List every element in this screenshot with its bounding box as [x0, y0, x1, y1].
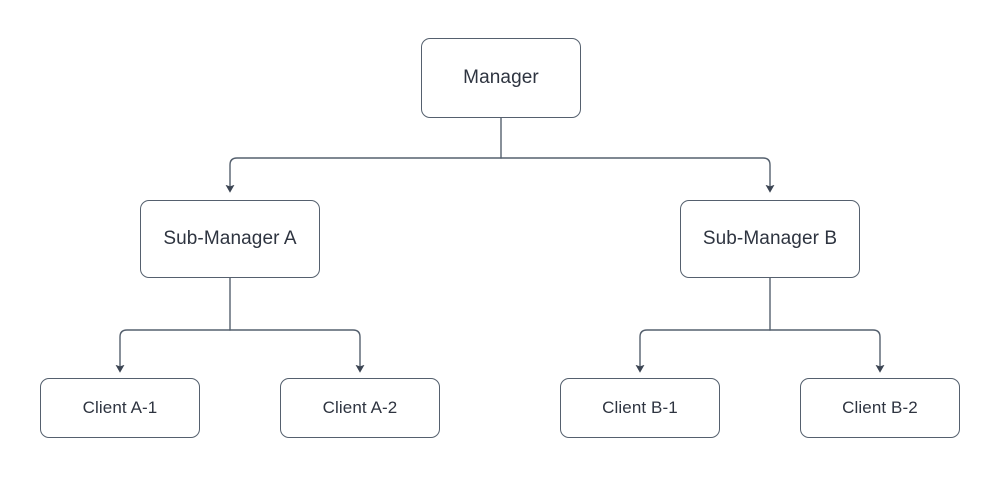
node-client-b2[interactable]: Client B-2	[800, 378, 960, 438]
node-sub-manager-b-label: Sub-Manager B	[702, 227, 838, 249]
node-client-a1[interactable]: Client A-1	[40, 378, 200, 438]
node-client-b1[interactable]: Client B-1	[560, 378, 720, 438]
edge-sub-a-to-client-a2	[229, 329, 365, 373]
edge-sub-b-to-client-b1	[635, 329, 771, 373]
node-client-a1-label: Client A-1	[82, 397, 158, 417]
edge-sub-a-to-client-a1	[115, 329, 231, 373]
node-client-a2-label: Client A-2	[322, 397, 398, 417]
node-sub-manager-b[interactable]: Sub-Manager B	[680, 200, 860, 278]
node-client-b2-label: Client B-2	[842, 397, 918, 417]
edge-manager-to-sub-b	[500, 157, 775, 193]
node-manager[interactable]: Manager	[421, 38, 581, 118]
node-sub-manager-a-label: Sub-Manager A	[163, 227, 297, 249]
edge-sub-b-to-client-b2	[769, 329, 885, 373]
node-client-b1-label: Client B-1	[602, 397, 678, 417]
node-sub-manager-a[interactable]: Sub-Manager A	[140, 200, 320, 278]
node-client-a2[interactable]: Client A-2	[280, 378, 440, 438]
edge-manager-to-sub-a	[225, 157, 502, 193]
node-manager-label: Manager	[463, 66, 539, 88]
